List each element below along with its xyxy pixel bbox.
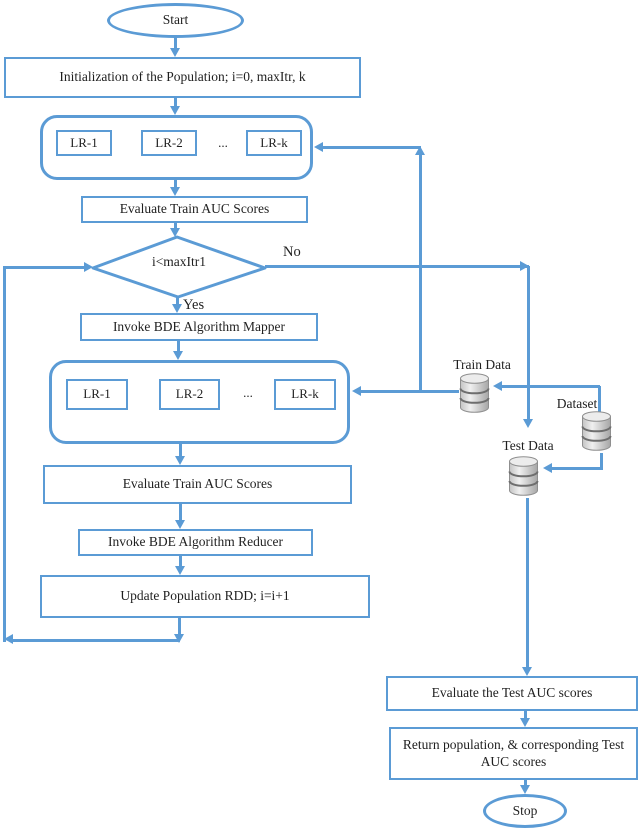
connector-dataset-down [600, 453, 603, 470]
eval-train-top-node: Evaluate Train AUC Scores [81, 196, 308, 223]
connector-reducer-update [179, 556, 182, 568]
arrowhead-down-icon [173, 351, 183, 360]
connector-eval1-decision [174, 223, 177, 230]
return-node: Return population, & corresponding Test … [389, 727, 638, 780]
eval-test-node: Evaluate the Test AUC scores [386, 676, 638, 711]
connector-evaltest-return [524, 711, 527, 720]
dataset-database-icon [581, 411, 612, 451]
return-label: Return population, & corresponding Test … [402, 736, 625, 769]
arrowhead-up-icon [415, 146, 425, 155]
update-node: Update Population RDD; i=i+1 [40, 575, 370, 618]
reducer-node: Invoke BDE Algorithm Reducer [78, 529, 313, 556]
connector-dataset-up [598, 386, 601, 413]
arrowhead-down-icon [170, 228, 180, 237]
arrowhead-down-icon [170, 48, 180, 57]
start-node: Start [107, 3, 244, 38]
connector-update-loop [178, 618, 181, 636]
arrowhead-down-icon [174, 634, 184, 643]
stop-label: Stop [512, 802, 538, 818]
lr-pool-1-box-k: LR-k [246, 130, 302, 156]
connector-return-stop [524, 780, 527, 787]
train-data-label: Train Data [453, 357, 511, 372]
train-data-database-icon [459, 373, 490, 413]
lr-pool-2-box-k: LR-k [274, 379, 336, 410]
lr-pool-1-ellipsis: ... [218, 135, 228, 150]
eval-test-label: Evaluate the Test AUC scores [431, 685, 593, 701]
arrowhead-down-icon [175, 520, 185, 529]
arrowhead-down-icon [175, 456, 185, 465]
mapper-node: Invoke BDE Algorithm Mapper [80, 313, 318, 341]
decision-diamond [91, 235, 267, 299]
eval-train-top-label: Evaluate Train AUC Scores [119, 201, 270, 217]
connector-no-horizontal [265, 265, 529, 268]
arrowhead-left-icon [4, 634, 13, 644]
connector-yes-branch [176, 297, 179, 306]
decision-label: i<maxItr1 [151, 254, 207, 269]
connector-mapper-pool2 [177, 341, 180, 353]
arrowhead-down-icon [522, 667, 532, 676]
lr-label: LR-k [260, 134, 288, 150]
test-data-label: Test Data [502, 438, 554, 453]
connector-start-init [174, 38, 177, 52]
arrowhead-down-icon [520, 718, 530, 727]
dataset-label: Dataset [556, 396, 598, 411]
arrowhead-left-icon [543, 463, 552, 473]
arrowhead-left-icon [352, 386, 361, 396]
lr-pool-2-box-1: LR-1 [66, 379, 128, 410]
no-branch-label: No [283, 244, 301, 260]
start-label: Start [162, 12, 189, 28]
connector-eval2-reducer [179, 504, 182, 522]
arrowhead-down-icon [520, 785, 530, 794]
eval-train-bottom-label: Evaluate Train AUC Scores [122, 476, 273, 492]
connector-no-vertical [527, 266, 530, 421]
lr-pool-1-box-2: LR-2 [141, 130, 197, 156]
yes-branch-label: Yes [183, 297, 205, 313]
lr-pool-2-ellipsis: ... [243, 385, 253, 400]
connector-init-pool1 [174, 98, 177, 108]
lr-label: LR-1 [83, 386, 111, 402]
test-data-database-icon [508, 456, 539, 496]
connector-loop-vertical [3, 267, 6, 642]
connector-traindata-pool1 [322, 146, 421, 149]
lr-label: LR-2 [155, 134, 183, 150]
reducer-label: Invoke BDE Algorithm Reducer [107, 534, 284, 550]
lr-label: LR-2 [175, 386, 204, 402]
arrowhead-left-icon [493, 381, 502, 391]
init-node: Initialization of the Population; i=0, m… [4, 57, 361, 98]
connector-traindata-up [419, 152, 422, 392]
arrowhead-down-icon [175, 566, 185, 575]
lr-pool-2-box-2: LR-2 [159, 379, 220, 410]
connector-testdata-evaltest [526, 498, 529, 668]
stop-node: Stop [483, 794, 567, 828]
mapper-label: Invoke BDE Algorithm Mapper [112, 318, 286, 334]
init-label: Initialization of the Population; i=0, m… [59, 69, 306, 85]
arrowhead-down-icon [523, 419, 533, 428]
lr-pool-1-box-1: LR-1 [56, 130, 112, 156]
update-label: Update Population RDD; i=i+1 [120, 588, 290, 604]
connector-pool2-eval2 [179, 444, 182, 458]
connector-loop-to-decision [3, 266, 84, 269]
arrowhead-right-icon [520, 261, 529, 271]
connector-loop-horizontal [12, 639, 180, 642]
arrowhead-down-icon [172, 304, 182, 313]
arrowhead-down-icon [170, 187, 180, 196]
eval-train-bottom-node: Evaluate Train AUC Scores [43, 465, 352, 504]
lr-label: LR-1 [70, 134, 98, 150]
connector-dataset-traindata [500, 385, 600, 388]
arrowhead-left-icon [314, 142, 323, 152]
lr-label: LR-k [291, 386, 319, 402]
arrowhead-right-icon [84, 262, 93, 272]
arrowhead-down-icon [170, 106, 180, 115]
connector-dataset-testdata [550, 467, 603, 470]
connector-pool1-eval1 [174, 180, 177, 189]
connector-traindata-pool2 [360, 390, 459, 393]
